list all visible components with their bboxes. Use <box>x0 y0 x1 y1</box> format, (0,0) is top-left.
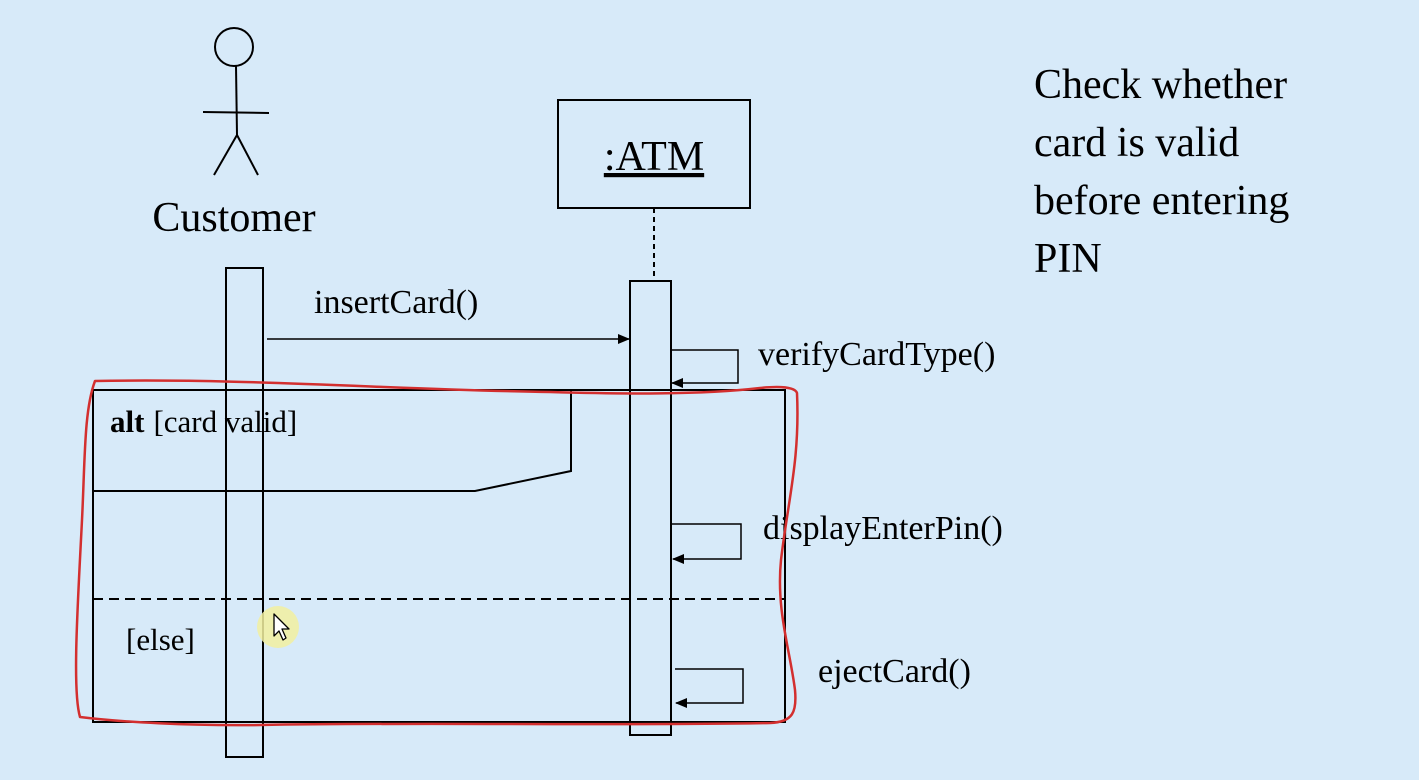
customer-activation-bar <box>225 267 264 758</box>
stick-figure-icon <box>202 27 270 176</box>
note-line-3: before entering <box>1034 178 1289 224</box>
message-display-enter-pin: displayEnterPin() <box>763 510 1003 547</box>
note-line-4: PIN <box>1034 236 1102 282</box>
mouse-pointer-icon <box>257 606 299 648</box>
arrow-eject-card <box>675 668 744 708</box>
note-text: Check whether card is valid before enter… <box>1034 62 1289 282</box>
alt-fragment-label-box <box>93 389 572 492</box>
message-eject-card: ejectCard() <box>818 653 971 690</box>
note-line-1: Check whether <box>1034 62 1287 108</box>
object-name: :ATM <box>604 134 704 180</box>
alt-operator: alt <box>110 404 145 439</box>
arrow-verify-card-type <box>671 349 739 388</box>
actor-name: Customer <box>152 195 315 241</box>
note-line-2: card is valid <box>1034 120 1239 166</box>
arrow-display-enter-pin <box>672 523 742 564</box>
else-guard-label: [else] <box>126 622 195 657</box>
red-annotation-outline <box>74 379 799 727</box>
message-verify-card-type: verifyCardType() <box>758 336 995 373</box>
alt-fragment-frame <box>92 389 786 723</box>
message-insert-card: insertCard() <box>314 284 478 321</box>
atm-activation-bar <box>629 280 672 736</box>
alt-guard-label: alt[card valid] <box>110 404 297 439</box>
alt-guard: [card valid] <box>153 404 297 439</box>
